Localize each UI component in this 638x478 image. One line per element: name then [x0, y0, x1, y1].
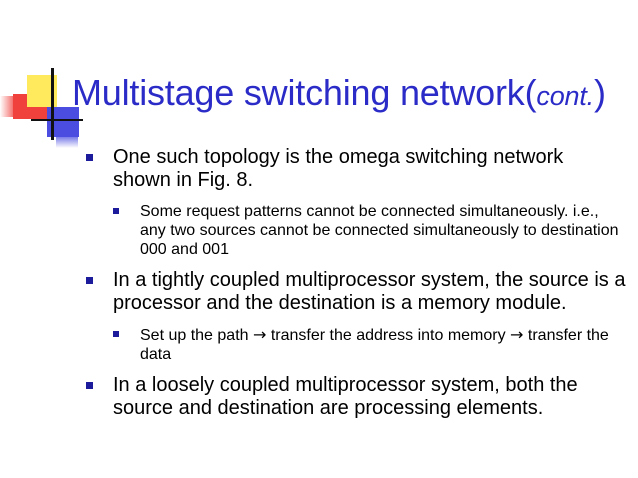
sub-bullet-text-part3: transfer the data — [140, 327, 609, 363]
red-fade-shape — [0, 96, 16, 117]
title-close: ) — [593, 72, 606, 113]
bullet-text: One such topology is the omega switching… — [113, 146, 564, 191]
title-main: Multistage switching network( — [72, 72, 537, 113]
square-bullet-icon — [113, 208, 119, 214]
slide-body: One such topology is the omega switching… — [86, 146, 626, 430]
vertical-divider-line — [51, 68, 54, 140]
sub-bullet-text-part1: Set up the path — [140, 327, 253, 344]
bullet-item-1: One such topology is the omega switching… — [86, 146, 626, 192]
bullet-item-3: In a loosely coupled multiprocessor syst… — [86, 374, 626, 420]
square-bullet-icon — [86, 382, 93, 389]
square-bullet-icon — [113, 331, 119, 337]
bullet-text: In a tightly coupled multiprocessor syst… — [113, 269, 626, 314]
bullet-item-2: In a tightly coupled multiprocessor syst… — [86, 269, 626, 315]
title-italic: cont. — [536, 81, 594, 111]
sub-bullet-item-1: Some request patterns cannot be connecte… — [113, 202, 626, 259]
slide-title: Multistage switching network(cont.) — [72, 72, 606, 114]
decorative-emblem — [0, 0, 83, 150]
bullet-text: In a loosely coupled multiprocessor syst… — [113, 374, 578, 419]
blue-fade-shape — [56, 136, 78, 148]
right-arrow-icon: → — [252, 325, 267, 344]
square-bullet-icon — [86, 277, 93, 284]
square-bullet-icon — [86, 154, 93, 161]
right-arrow-icon: → — [510, 325, 524, 344]
sub-bullet-text: Some request patterns cannot be connecte… — [140, 203, 619, 258]
sub-bullet-text-part2: transfer the address into memory — [266, 327, 511, 344]
horizontal-divider-line — [31, 119, 83, 121]
sub-bullet-item-2: Set up the path → transfer the address i… — [113, 325, 626, 364]
